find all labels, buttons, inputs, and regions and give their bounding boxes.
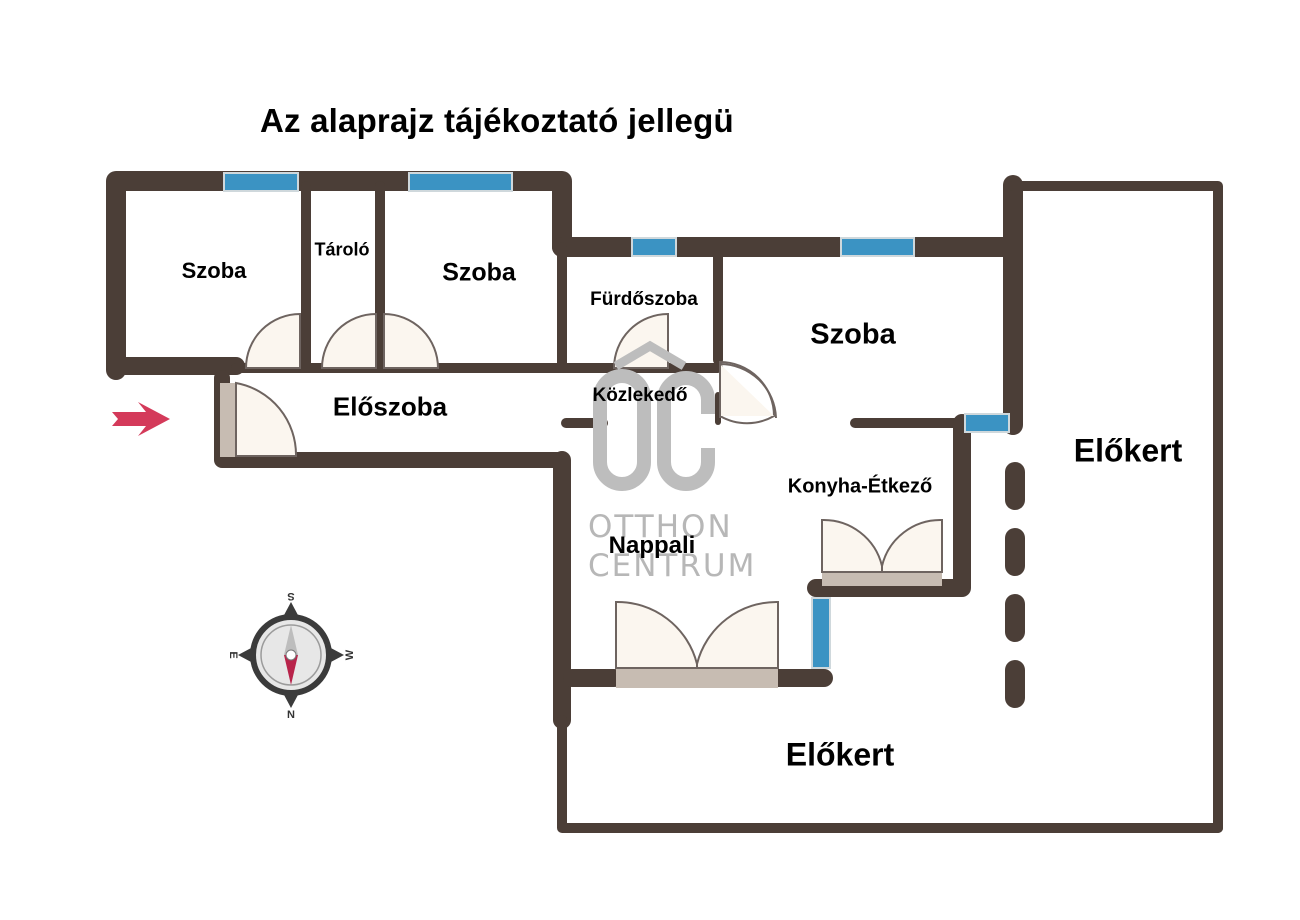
room-label-elokert-2: Előkert	[785, 736, 895, 773]
watermark-letter-c	[657, 371, 715, 491]
room-label-kozlekedo: Közlekedő	[592, 385, 688, 406]
compass-label-w: W	[344, 649, 356, 660]
compass-needle-upper	[284, 625, 298, 655]
fence-east-garden	[1008, 181, 1223, 833]
wall-kitchen-east	[807, 414, 971, 597]
entrance-frame	[220, 383, 236, 457]
room-label-nappali: Nappali	[608, 532, 696, 559]
walls	[106, 171, 1223, 833]
door-tarolo	[320, 312, 377, 369]
windows	[223, 172, 1010, 669]
nappali-door-left	[615, 600, 698, 669]
room-label-furdoszoba: Fürdőszoba	[590, 289, 698, 310]
window-3	[631, 237, 677, 257]
room-label-konyha: Konyha-Étkező	[787, 475, 933, 498]
watermark-line-2: CENTRUM	[588, 548, 757, 584]
door-szoba-3-leaf	[720, 364, 774, 416]
room-label-elokert-1: Előkert	[1073, 432, 1183, 469]
compass-label-s: S	[287, 590, 294, 602]
window-6	[811, 597, 831, 669]
compass-tick-e	[238, 647, 253, 663]
window-5	[964, 413, 1010, 433]
watermark-letter-o	[593, 369, 651, 491]
door-entrance	[235, 381, 298, 457]
nappali-door-right	[696, 600, 779, 669]
compass-label-n: N	[287, 709, 295, 721]
fence-south-garden	[557, 715, 1223, 833]
door-szoba-2	[383, 312, 440, 369]
compass-needle-lower	[284, 655, 298, 685]
page-title: Az alaprajz tájékoztató jellegü	[260, 102, 734, 139]
kitchen-door-left	[821, 518, 883, 573]
door-szoba-3-arc	[719, 363, 777, 419]
doors	[220, 312, 943, 688]
room-label-eloszoba: Előszoba	[332, 391, 448, 422]
watermark-line-1: OTTHON	[588, 509, 733, 545]
room-label-szoba-1: Szoba	[181, 258, 247, 283]
room-label-tarolo: Tároló	[314, 239, 370, 260]
window-1	[223, 172, 299, 192]
window-4	[840, 237, 915, 257]
watermark-roof-icon	[613, 340, 687, 370]
entrance-arrow-icon	[112, 402, 170, 436]
room-label-szoba-2: Szoba	[442, 258, 516, 287]
compass-tick-w	[329, 647, 344, 663]
door-szoba-1	[244, 312, 301, 369]
compass-tick-s	[283, 602, 299, 617]
compass-icon: S N E W	[227, 590, 356, 721]
compass-label-e: E	[227, 651, 239, 658]
nappali-door-sill	[616, 668, 778, 688]
watermark-logo	[593, 340, 715, 491]
room-label-szoba-3: Szoba	[810, 318, 896, 351]
kitchen-door-sill	[822, 572, 942, 586]
wall-outer-north-west	[106, 171, 572, 380]
door-szoba-3	[719, 360, 776, 425]
window-2	[408, 172, 513, 192]
kitchen-door-right	[881, 518, 943, 573]
compass-tick-n	[283, 693, 299, 708]
